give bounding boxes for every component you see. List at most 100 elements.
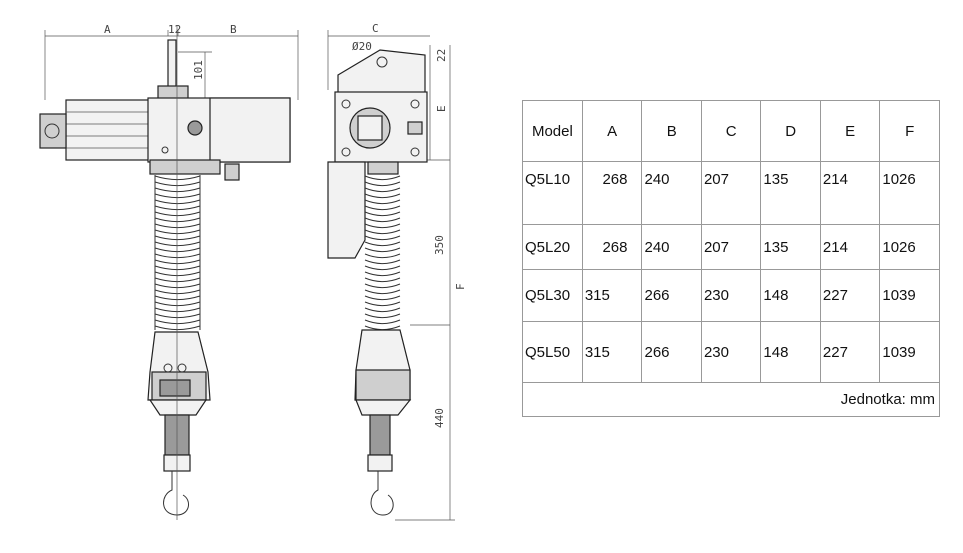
table-cell: Q5L10 xyxy=(522,161,583,225)
table-cell: 214 xyxy=(819,161,881,225)
spring-coil xyxy=(154,277,201,283)
spring-coil xyxy=(364,319,401,325)
spring-coil xyxy=(154,295,201,301)
table-cell: 266 xyxy=(641,321,702,383)
table-cell: 1026 xyxy=(879,224,940,270)
hoist-technical-drawing: A 12 B 101 D xyxy=(39,22,467,521)
spring-coil xyxy=(364,325,401,331)
spring-coil xyxy=(154,265,201,271)
spring-coil xyxy=(154,223,201,229)
spring-coil xyxy=(154,307,201,313)
spring-coil xyxy=(364,229,401,235)
spring-coil xyxy=(154,319,201,325)
spring-coil xyxy=(154,289,201,295)
spring-coil xyxy=(154,211,201,217)
spring-coil xyxy=(364,187,401,193)
table-row: Q5L50 315 266 230 148 227 1039 xyxy=(522,321,940,383)
spring-coil xyxy=(154,283,201,289)
spring-coil xyxy=(154,187,201,193)
spring-coil xyxy=(364,217,401,223)
table-cell: Q5L30 xyxy=(522,269,583,322)
table-cell: 207 xyxy=(700,224,762,270)
table-cell: 268 xyxy=(581,224,643,270)
spring-coil xyxy=(154,199,201,205)
spring-coil xyxy=(154,313,201,319)
dim-dia-label: Ø20 xyxy=(352,40,372,53)
dim-a-label: A xyxy=(104,23,111,36)
spring-coil xyxy=(364,235,401,241)
spring-coil xyxy=(154,247,201,253)
table-cell: 315 xyxy=(581,321,643,383)
spring-coil xyxy=(154,325,201,331)
spring-coil xyxy=(364,289,401,295)
spring-coil xyxy=(364,223,401,229)
table-cell: 1039 xyxy=(879,269,940,322)
spring-coil xyxy=(154,259,201,265)
unit-note: Jednotka: mm xyxy=(522,382,940,417)
table-row: Q5L10 268 240 207 135 214 1026 xyxy=(522,161,940,225)
table-cell: 214 xyxy=(819,224,881,270)
table-cell: Q5L20 xyxy=(522,224,583,270)
spring-coil xyxy=(154,241,201,247)
spring-coil xyxy=(154,301,201,307)
table-cell: 135 xyxy=(760,224,821,270)
spring-coil xyxy=(154,193,201,199)
spring-coil xyxy=(364,247,401,253)
table-cell: 230 xyxy=(700,269,762,322)
table-cell: 240 xyxy=(641,161,702,225)
table-cell: 240 xyxy=(641,224,702,270)
table-cell: 315 xyxy=(581,269,643,322)
spring-coil xyxy=(364,175,401,181)
spec-table: Model A B C D E F Q5L10 268 240 207 135 … xyxy=(522,100,940,417)
spring-coil xyxy=(154,181,201,187)
table-cell: 135 xyxy=(760,161,821,225)
table-cell: 227 xyxy=(819,269,881,322)
spring-coil xyxy=(364,271,401,277)
dim-gap-label: 12 xyxy=(168,23,181,36)
spring-coil xyxy=(154,217,201,223)
spring-coil xyxy=(364,301,401,307)
side-view: C Ø20 30 22 E 350 F 440 xyxy=(327,22,467,521)
table-cell: 148 xyxy=(760,269,821,322)
header-cell: C xyxy=(700,100,762,162)
spring-coil xyxy=(364,205,401,211)
table-header-row: Model A B C D E F xyxy=(522,100,940,162)
table-cell: 230 xyxy=(700,321,762,383)
spring-coil xyxy=(154,205,201,211)
table-cell: 1039 xyxy=(879,321,940,383)
spring-coil xyxy=(364,199,401,205)
table-row: Q5L30 315 266 230 148 227 1039 xyxy=(522,269,940,322)
dim-e-label: E xyxy=(435,105,448,112)
table-cell: 207 xyxy=(700,161,762,225)
front-view: A 12 B 101 D xyxy=(39,23,299,520)
table-cell: 1026 xyxy=(879,161,940,225)
spring-coil xyxy=(364,265,401,271)
spring-coil xyxy=(364,253,401,259)
spring-coil xyxy=(154,175,201,181)
spring-coil xyxy=(364,211,401,217)
spring-coil xyxy=(364,283,401,289)
table-footer-row: Jednotka: mm xyxy=(522,382,940,417)
spring-coil xyxy=(364,193,401,199)
dim-f-label: F xyxy=(454,283,467,290)
header-cell: A xyxy=(581,100,643,162)
spring-coil xyxy=(364,259,401,265)
spring-coil xyxy=(154,271,201,277)
header-cell: F xyxy=(879,100,940,162)
table-cell: 268 xyxy=(581,161,643,225)
spring-coil xyxy=(364,181,401,187)
header-cell: Model xyxy=(522,100,583,162)
table-cell: 266 xyxy=(641,269,702,322)
table-cell: 148 xyxy=(760,321,821,383)
spring-coil xyxy=(154,253,201,259)
table-row: Q5L20 268 240 207 135 214 1026 xyxy=(522,224,940,270)
header-cell: B xyxy=(641,100,702,162)
dim-top22-label: 22 xyxy=(435,49,448,62)
dim-c-label: C xyxy=(372,22,379,35)
dim-350-label: 350 xyxy=(433,235,446,255)
spring-coil xyxy=(364,277,401,283)
spring-coil xyxy=(154,235,201,241)
dim-b-label: B xyxy=(230,23,237,36)
dim-top-label: 101 xyxy=(192,60,205,80)
spring-coil xyxy=(154,229,201,235)
